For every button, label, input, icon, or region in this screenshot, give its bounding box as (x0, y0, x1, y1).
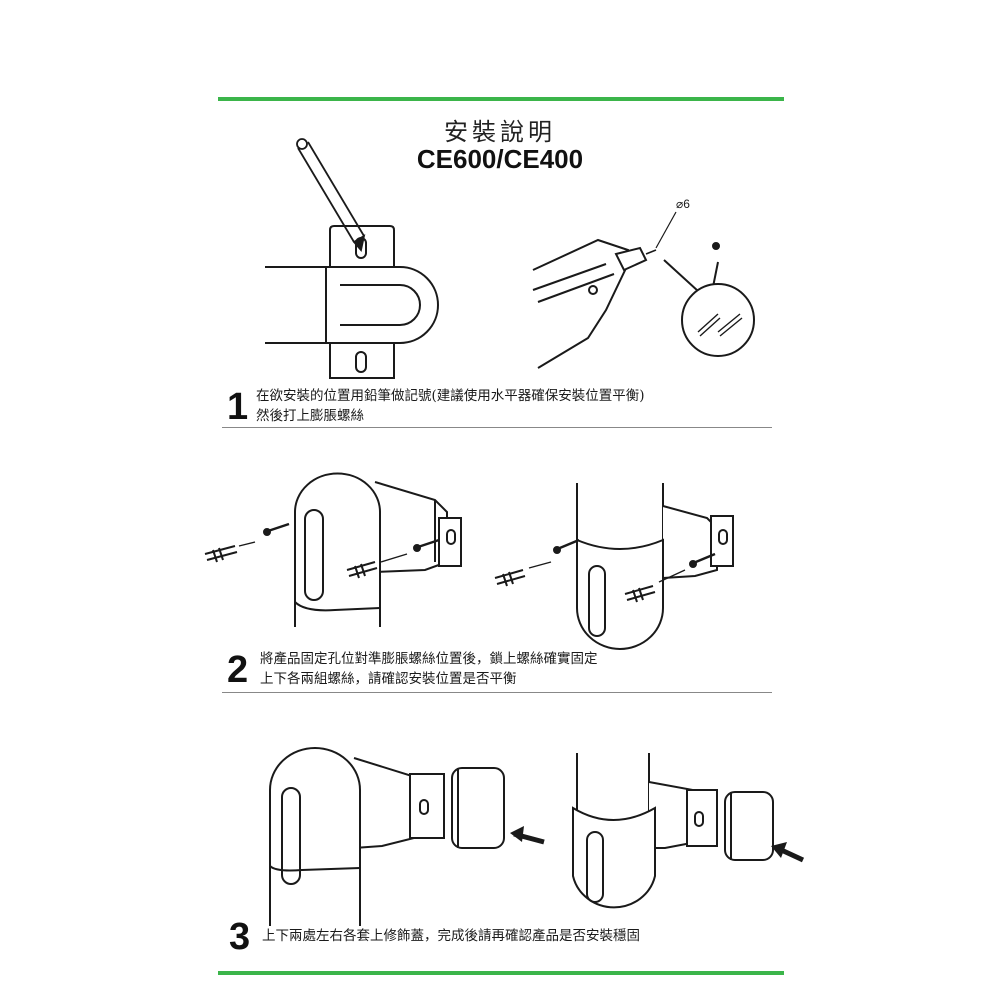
drill-diameter-callout: ⌀6 (676, 197, 690, 211)
step3-left-figure (269, 747, 545, 926)
step2-right-figure (494, 483, 734, 650)
step2-line1: 將產品固定孔位對準膨脹螺絲位置後，鎖上螺絲確實固定 (260, 651, 598, 667)
step1-number: 1 (227, 386, 249, 428)
step3-right-figure (572, 753, 805, 909)
step1-line2: 然後打上膨脹螺絲 (256, 408, 364, 424)
step2-divider (222, 692, 772, 693)
step2-line2: 上下各兩組螺絲，請確認安裝位置是否平衡 (260, 671, 517, 687)
step3-number: 3 (229, 916, 251, 958)
step1-line1: 在欲安裝的位置用鉛筆做記號(建議使用水平器確保安裝位置平衡) (256, 388, 645, 404)
step1-divider (222, 427, 772, 428)
step1-bracket-marking-figure (265, 138, 439, 379)
step2-left-figure (204, 472, 462, 627)
step2-number: 2 (227, 649, 249, 691)
step3-line1: 上下兩處左右各套上修飾蓋，完成後請再確認產品是否安裝穩固 (262, 928, 640, 944)
page-title: 安裝說明 (444, 118, 556, 146)
model-number: CE600/CE400 (416, 144, 584, 174)
top-rule (218, 97, 784, 101)
step1-drill-figure: ⌀6 (532, 197, 755, 369)
bottom-rule (218, 971, 784, 975)
